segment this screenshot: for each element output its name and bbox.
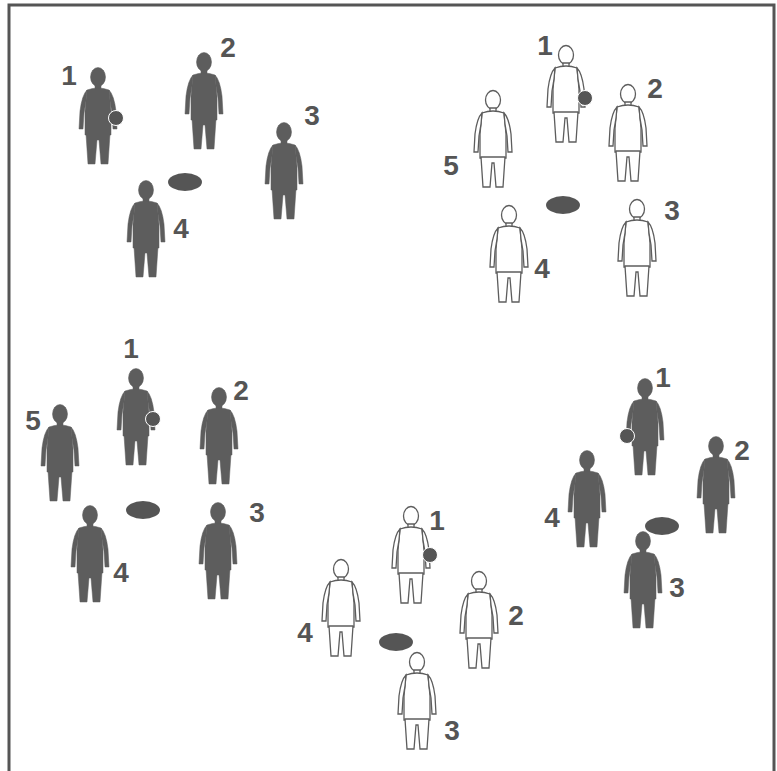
- callout-number: 4: [173, 215, 189, 243]
- callout-number: 2: [233, 377, 249, 405]
- cone: [379, 633, 413, 651]
- player: [474, 91, 512, 188]
- callout-number: 1: [123, 335, 139, 363]
- cone: [168, 173, 202, 191]
- player: [490, 206, 528, 303]
- callout-number: 5: [25, 407, 41, 435]
- callout-number: 3: [249, 499, 265, 527]
- callout-number: 3: [664, 197, 680, 225]
- player: [200, 388, 238, 485]
- player: [624, 532, 662, 629]
- callout-number: 2: [734, 437, 750, 465]
- callout-number: 3: [444, 717, 460, 745]
- ball: [423, 548, 438, 563]
- balls: [109, 91, 635, 563]
- callout-number: 1: [537, 32, 553, 60]
- ball: [146, 412, 161, 427]
- callout-number: 3: [304, 102, 320, 130]
- player: [697, 437, 735, 534]
- cones: [126, 173, 679, 651]
- callout-number: 4: [544, 504, 560, 532]
- player: [609, 85, 647, 182]
- player-group: [322, 507, 498, 750]
- player: [626, 379, 664, 476]
- player-group: [474, 46, 656, 303]
- cone: [546, 196, 580, 214]
- callout-number: 4: [297, 619, 313, 647]
- callout-number: 5: [443, 152, 459, 180]
- callout-number: 2: [220, 34, 236, 62]
- callout-number: 1: [655, 364, 671, 392]
- player: [127, 181, 165, 278]
- callout-number: 2: [647, 75, 663, 103]
- callout-number: 1: [429, 507, 445, 535]
- player: [71, 506, 109, 603]
- player-group: [41, 369, 238, 603]
- callout-number: 4: [113, 559, 129, 587]
- cone: [126, 501, 160, 519]
- ball: [578, 91, 593, 106]
- player-group: [79, 53, 303, 278]
- field-border: [9, 5, 774, 771]
- callout-number: 4: [534, 255, 550, 283]
- player: [199, 503, 237, 600]
- player: [265, 123, 303, 220]
- callout-number: 1: [61, 62, 77, 90]
- player: [568, 451, 606, 548]
- player: [460, 572, 498, 669]
- ball: [109, 111, 124, 126]
- player: [618, 200, 656, 297]
- cone: [645, 517, 679, 535]
- callout-number: 3: [669, 574, 685, 602]
- callout-number: 2: [508, 602, 524, 630]
- player: [398, 653, 436, 750]
- player-group: [568, 379, 735, 629]
- ball: [620, 429, 635, 444]
- player: [41, 405, 79, 502]
- player: [322, 560, 360, 657]
- player: [185, 53, 223, 150]
